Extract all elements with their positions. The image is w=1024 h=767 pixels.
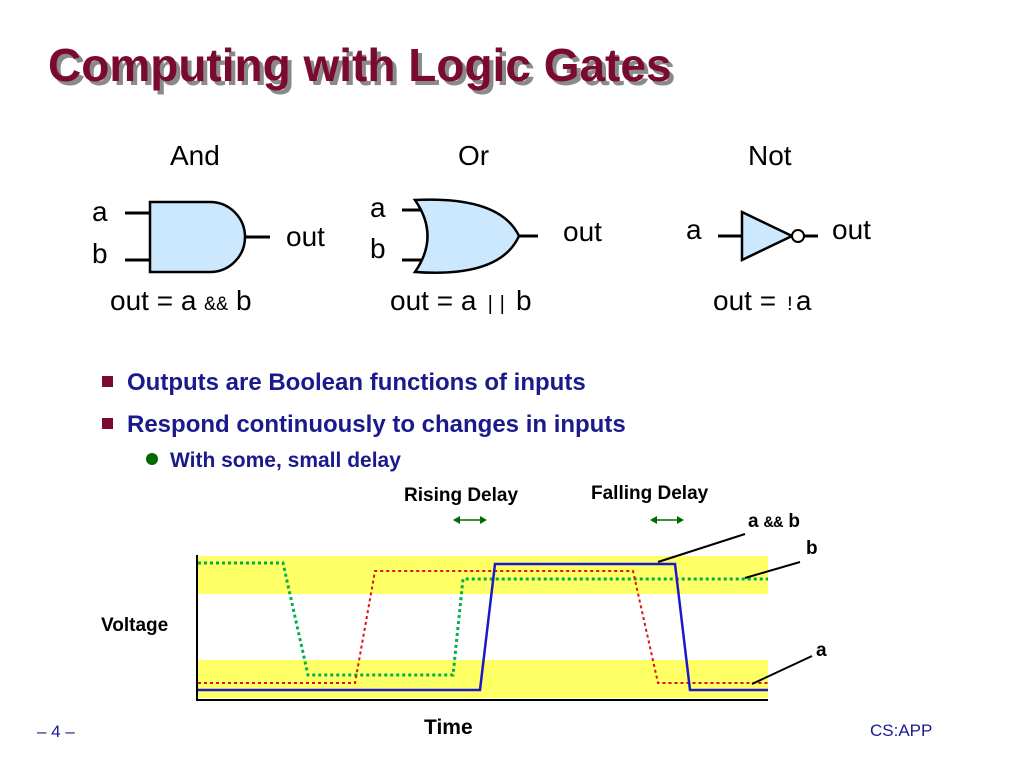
sub-bullet-item: With some, small delay [146,449,401,473]
and-signal-leader-line [657,533,746,563]
bullet-text: Respond continuously to changes in input… [127,411,626,438]
not-gate-title: Not [748,140,792,171]
and-signal-operator: && [763,514,784,532]
b-signal-leader-line [744,561,801,579]
not-output-label: out [832,214,871,245]
or-output-label: out [563,216,602,247]
and-output-label: out [286,221,325,252]
not-expression: out = !a [713,285,811,317]
or-expression: out = a || b [390,285,532,317]
signal-a-waveform [198,570,768,684]
not-expr-lhs: out = [713,285,777,316]
bullet-item: Respond continuously to changes in input… [102,411,626,439]
and-signal-rhs: b [788,511,800,532]
falling-delay-arrow [650,516,684,524]
and-input-b-label: b [92,238,108,269]
falling-delay-label: Falling Delay [591,483,709,504]
bullet-item: Outputs are Boolean functions of inputs [102,369,586,397]
and-input-a-label: a [92,196,108,227]
not-expr-operator: ! [783,294,796,317]
and-signal-lhs: a [748,511,759,532]
not-expr-rhs: a [795,285,812,316]
or-expr-lhs: out = a [390,285,477,316]
sub-bullet-text: With some, small delay [170,449,401,472]
course-label: CS:APP [870,721,933,740]
and-signal-label: a && b [748,511,800,533]
page-title: Computing with Logic Gates [48,39,672,91]
and-expression: out = a && b [110,285,252,317]
page-number: – 4 – [37,722,75,741]
not-gate-symbol [718,210,818,262]
signal-b-waveform [198,561,768,677]
high-voltage-band [197,556,768,594]
and-expr-operator: && [204,294,229,317]
and-gate-title: And [170,140,220,171]
a-signal-leader-line [751,655,813,685]
or-input-b-label: b [370,233,386,264]
rising-delay-arrow [453,516,487,524]
square-bullet-icon [102,376,113,387]
or-gate-symbol [402,198,538,274]
square-bullet-icon [102,418,113,429]
and-expr-rhs: b [235,285,252,316]
not-input-a-label: a [686,214,702,245]
or-expr-operator: || [484,294,509,317]
and-expr-lhs: out = a [110,285,197,316]
b-signal-label: b [806,538,818,559]
voltage-axis-label: Voltage [101,615,169,636]
time-axis-label: Time [424,716,473,739]
a-signal-label: a [816,640,827,661]
and-gate-symbol [125,200,270,274]
rising-delay-label: Rising Delay [404,485,519,506]
circle-bullet-icon [146,453,158,465]
bullet-text: Outputs are Boolean functions of inputs [127,369,586,396]
signal-and-waveform [198,562,768,692]
or-gate-title: Or [458,140,490,171]
or-expr-rhs: b [515,285,532,316]
or-input-a-label: a [370,192,386,223]
